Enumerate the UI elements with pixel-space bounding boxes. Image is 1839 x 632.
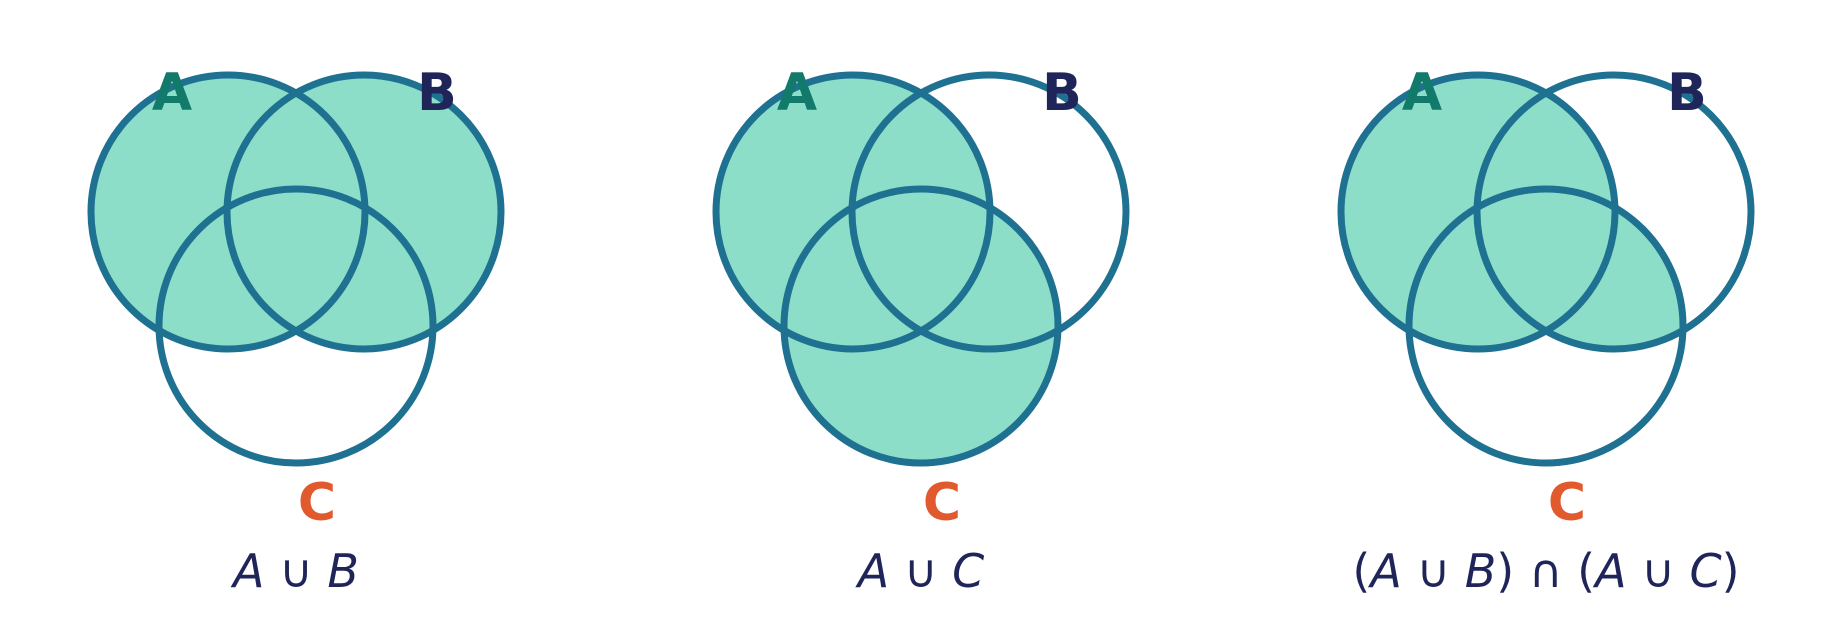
caption-set: B xyxy=(327,544,359,598)
caption: A ∪ C xyxy=(855,544,985,598)
circle-c xyxy=(780,185,1062,467)
label-set-b: B xyxy=(417,63,457,123)
label-set-a: A xyxy=(152,63,192,123)
label-set-b: B xyxy=(1042,63,1082,123)
label-set-a: A xyxy=(777,63,817,123)
caption-operator: ∪ xyxy=(1641,544,1675,598)
label-set-c: C xyxy=(298,473,336,533)
circle-a xyxy=(87,71,369,353)
caption: A ∪ B xyxy=(230,544,359,598)
label-set-a: A xyxy=(1402,63,1442,123)
caption-set: A xyxy=(855,544,889,598)
circle-a xyxy=(712,71,994,353)
caption-operator: ) xyxy=(1496,544,1514,598)
circle-b xyxy=(223,71,505,353)
caption-operator: ∩ xyxy=(1529,544,1563,598)
caption-operator: ( xyxy=(1352,544,1370,598)
caption-operator: ∪ xyxy=(904,544,938,598)
circle-b xyxy=(1473,71,1755,353)
caption-set: A xyxy=(230,544,264,598)
circle-a xyxy=(1337,71,1619,353)
caption-set: C xyxy=(1690,544,1722,598)
caption-operator: ) xyxy=(1722,544,1740,598)
caption-operator: ∪ xyxy=(1416,544,1450,598)
label-set-c: C xyxy=(1548,473,1586,533)
caption-operator: ( xyxy=(1577,544,1595,598)
caption-set: A xyxy=(1367,544,1401,598)
circle-c xyxy=(1405,185,1687,467)
caption-set: A xyxy=(1592,544,1626,598)
label-set-b: B xyxy=(1667,63,1707,123)
caption-set: B xyxy=(1465,544,1497,598)
label-set-c: C xyxy=(923,473,961,533)
circle-c xyxy=(155,185,437,467)
caption-operator: ∪ xyxy=(279,544,313,598)
caption-set: C xyxy=(952,544,984,598)
circle-b xyxy=(848,71,1130,353)
shaded-region xyxy=(716,75,1058,463)
shade-set-c xyxy=(784,189,1058,463)
caption: (A ∪ B) ∩ (A ∪ C) xyxy=(1352,544,1739,598)
